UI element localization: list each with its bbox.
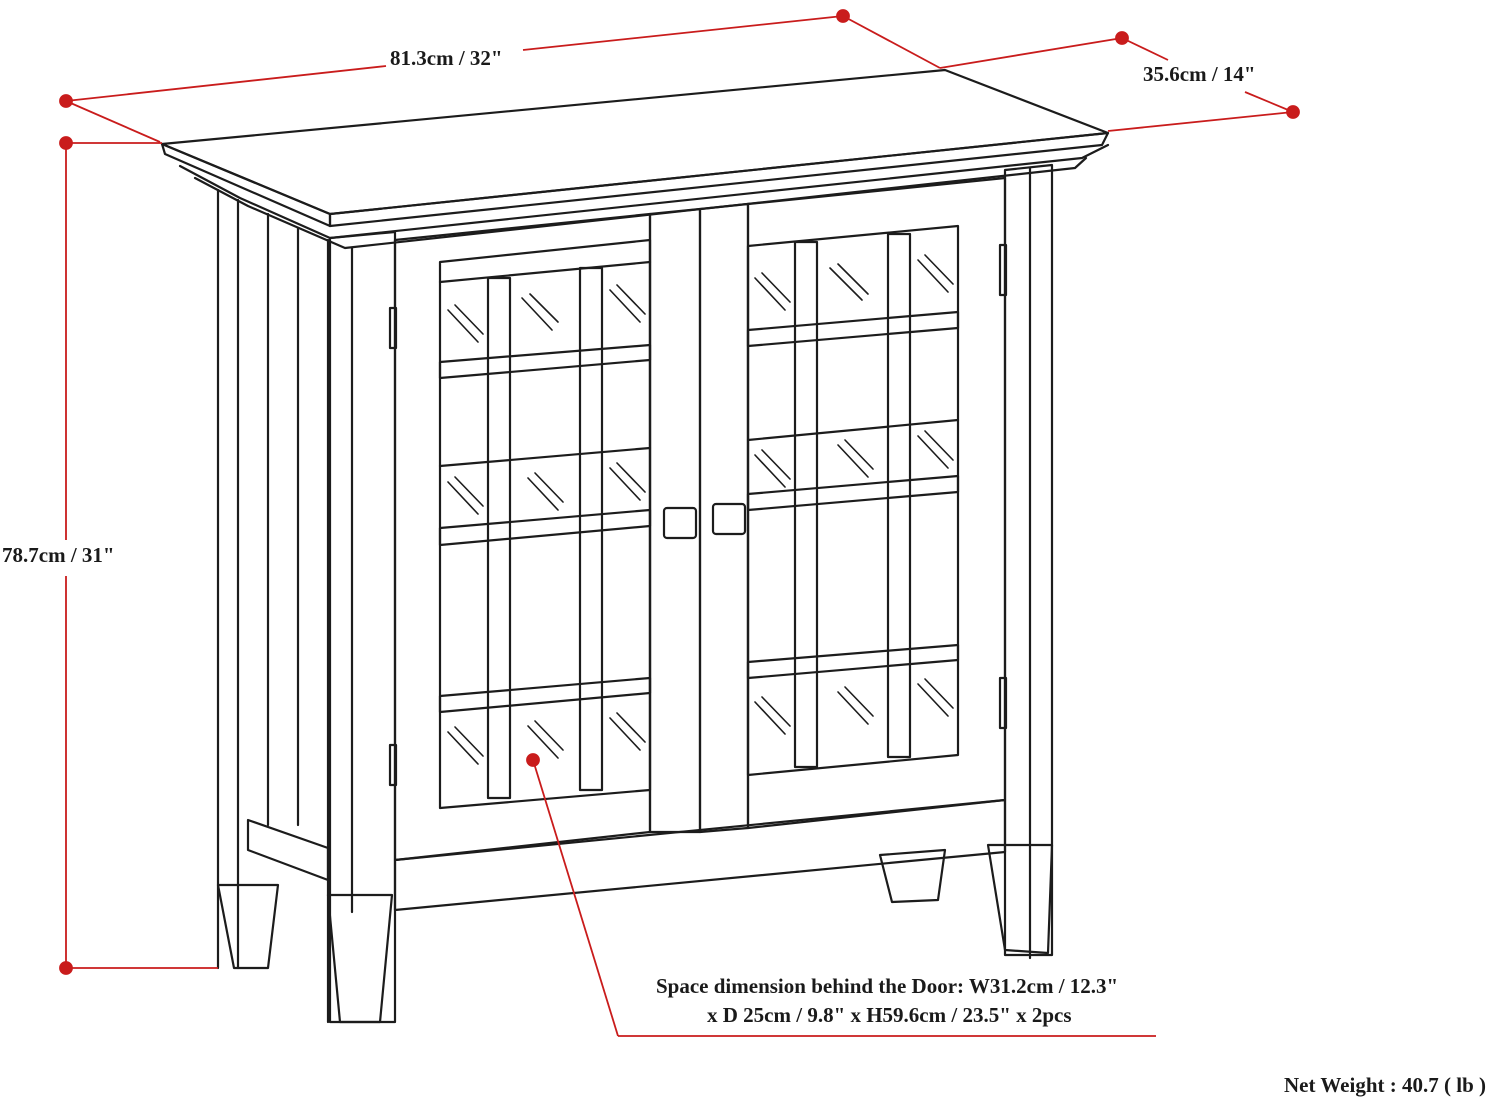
- depth-label: 35.6cm / 14": [1143, 62, 1256, 86]
- space-dimension-line-2: x D 25cm / 9.8" x H59.6cm / 23.5" x 2pcs: [707, 1003, 1072, 1027]
- net-weight-label: Net Weight : 40.7 ( lb ): [1283, 1073, 1486, 1097]
- dimension-endpoint: [59, 961, 73, 975]
- hinge: [998, 243, 1008, 297]
- depth-dimension-line: [1121, 37, 1169, 61]
- left-front-leg: [326, 893, 394, 1024]
- bottom-rail: [393, 798, 1007, 912]
- space-callout-point: [526, 753, 540, 767]
- depth-top-edge-line: [842, 15, 941, 69]
- dimension-endpoint: [59, 136, 73, 150]
- dimension-endpoint: [59, 94, 73, 108]
- right-front-leg: [986, 843, 1054, 955]
- space-dimension-line-1: Space dimension behind the Door: W31.2cm…: [656, 974, 1119, 998]
- left-back-leg: [216, 883, 280, 970]
- dimension-lines: [59, 9, 1300, 1037]
- left-door-knob: [662, 506, 698, 540]
- height-label: 78.7cm / 31": [2, 543, 115, 567]
- cabinet-top: [160, 68, 1110, 216]
- front-left-post: [328, 230, 397, 1024]
- dimension-endpoint: [1286, 105, 1300, 119]
- right-door: [746, 176, 1007, 830]
- cabinet-top-front-edge: [160, 142, 332, 228]
- center-stile: [648, 207, 702, 834]
- left-stretcher: [246, 818, 330, 882]
- cabinet-outline: [160, 68, 1110, 1024]
- cabinet-top-front-face: [328, 131, 1110, 228]
- width-label: 81.3cm / 32": [390, 46, 503, 70]
- right-back-leg: [878, 848, 947, 904]
- glass-reflections: [447, 254, 954, 765]
- hinge: [388, 743, 398, 787]
- center-stile: [698, 202, 750, 834]
- depth-extension-line: [1107, 111, 1294, 132]
- dimension-endpoint: [836, 9, 850, 23]
- left-door-mullion: [578, 266, 604, 792]
- dimension-endpoint: [1115, 31, 1129, 45]
- width-extension-line: [65, 100, 161, 143]
- hinge: [998, 676, 1008, 730]
- front-right-post: [1003, 163, 1054, 957]
- right-door-knob: [711, 502, 747, 536]
- hinge: [388, 306, 398, 350]
- space-callout-line: [532, 759, 619, 1037]
- width-dimension-line: [65, 65, 387, 102]
- depth-extension-line: [939, 37, 1123, 69]
